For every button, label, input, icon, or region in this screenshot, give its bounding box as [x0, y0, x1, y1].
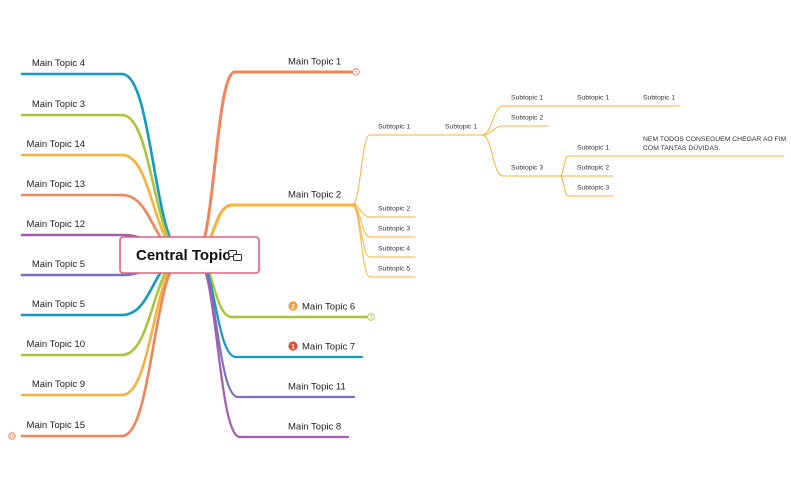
collapse-toggle-right-1[interactable] — [352, 68, 360, 76]
main-topic-right-2[interactable]: Main Topic 2 — [288, 190, 341, 201]
main-topic-right-1[interactable]: Main Topic 1 — [288, 57, 341, 68]
branch-main-topic-right-6 — [193, 253, 242, 439]
priority-badge-3 — [288, 301, 298, 311]
subtopic-5[interactable]: Subtopic 5 — [378, 266, 410, 273]
subtopic-1[interactable]: Subtopic 1 — [378, 124, 410, 131]
subtopic-l5c-1[interactable]: Subtopic 1 — [577, 145, 609, 152]
subtopic-l5c-3[interactable]: Subtopic 3 — [577, 185, 609, 192]
main-topic-left-9[interactable]: Main Topic 9 — [32, 379, 85, 390]
subtopic-l5c-2[interactable]: Subtopic 2 — [577, 165, 609, 172]
subtopic-l4-3[interactable]: Subtopic 3 — [511, 165, 543, 172]
subtopic-l5a-1[interactable]: Subtopic 1 — [577, 95, 609, 102]
branch-main-topic-left-2 — [120, 113, 187, 257]
collapse-toggle-left-10[interactable] — [8, 432, 16, 440]
branch-subtopic-5 — [351, 204, 371, 278]
note-topic-line-1[interactable]: NEM TODOS CONSEGUEM CHEGAR AO FIM — [643, 136, 787, 143]
branch-main-topic-left-1 — [120, 72, 187, 257]
collapse-toggle-right-1-count: 5 — [355, 70, 358, 76]
subtopic-l4-2[interactable]: Subtopic 2 — [511, 115, 543, 122]
priority-badge-4 — [288, 341, 298, 351]
branch-subtopic-l4-3 — [481, 134, 504, 177]
main-topic-right-6[interactable]: Main Topic 8 — [288, 422, 341, 433]
central-topic-label: Central Topic — [136, 247, 231, 264]
main-topic-right-5[interactable]: Main Topic 11 — [288, 382, 346, 393]
priority-badge-3-number: 2 — [291, 303, 295, 310]
subtopic-4[interactable]: Subtopic 4 — [378, 246, 410, 253]
subtopic-3[interactable]: Subtopic 3 — [378, 226, 410, 233]
branch-subtopic-4 — [351, 204, 371, 258]
central-topic-box[interactable] — [119, 236, 260, 274]
main-topic-left-2[interactable]: Main Topic 3 — [32, 99, 85, 110]
branch-subtopic-l4-1 — [481, 105, 504, 136]
note-topic-line-2[interactable]: COM TANTAS DÚVIDAS. — [643, 143, 721, 152]
branch-main-topic-right-5 — [193, 253, 240, 399]
linked-topics-icon[interactable] — [227, 249, 243, 262]
main-topic-left-4[interactable]: Main Topic 13 — [27, 179, 85, 190]
main-topic-left-8[interactable]: Main Topic 10 — [27, 339, 85, 350]
main-topic-left-7[interactable]: Main Topic 5 — [32, 299, 85, 310]
collapse-toggle-right-3[interactable] — [367, 313, 375, 321]
main-topic-left-6[interactable]: Main Topic 5 — [32, 259, 85, 270]
subtopic-l4-1[interactable]: Subtopic 1 — [511, 95, 543, 102]
main-topic-right-3[interactable]: Main Topic 6 — [302, 302, 355, 313]
branch-subtopic-l4-2 — [481, 125, 504, 136]
main-topic-left-10[interactable]: Main Topic 15 — [27, 420, 85, 431]
main-topic-left-1[interactable]: Main Topic 4 — [32, 58, 85, 69]
branch-subtopic-1 — [351, 134, 371, 206]
subtopic-2[interactable]: Subtopic 2 — [378, 206, 410, 213]
branch-subtopic-l5c-3 — [559, 175, 569, 197]
subtopic-l6a[interactable]: Subtopic 1 — [643, 95, 675, 102]
main-topic-left-3[interactable]: Main Topic 14 — [27, 139, 85, 150]
branch-main-topic-left-10 — [120, 253, 187, 438]
central-topic[interactable]: Central Topic — [119, 236, 260, 274]
subtopic-l3[interactable]: Subtopic 1 — [445, 124, 477, 131]
priority-badge-4-number: 1 — [291, 343, 295, 350]
branch-main-topic-left-9 — [120, 253, 187, 397]
branch-subtopic-l5c-1 — [559, 155, 569, 177]
main-topic-left-5[interactable]: Main Topic 12 — [27, 219, 85, 230]
main-topic-right-4[interactable]: Main Topic 7 — [302, 342, 355, 353]
collapse-toggle-left-10-count: 16 — [9, 434, 15, 440]
collapse-toggle-right-3-count: 3 — [370, 315, 373, 321]
